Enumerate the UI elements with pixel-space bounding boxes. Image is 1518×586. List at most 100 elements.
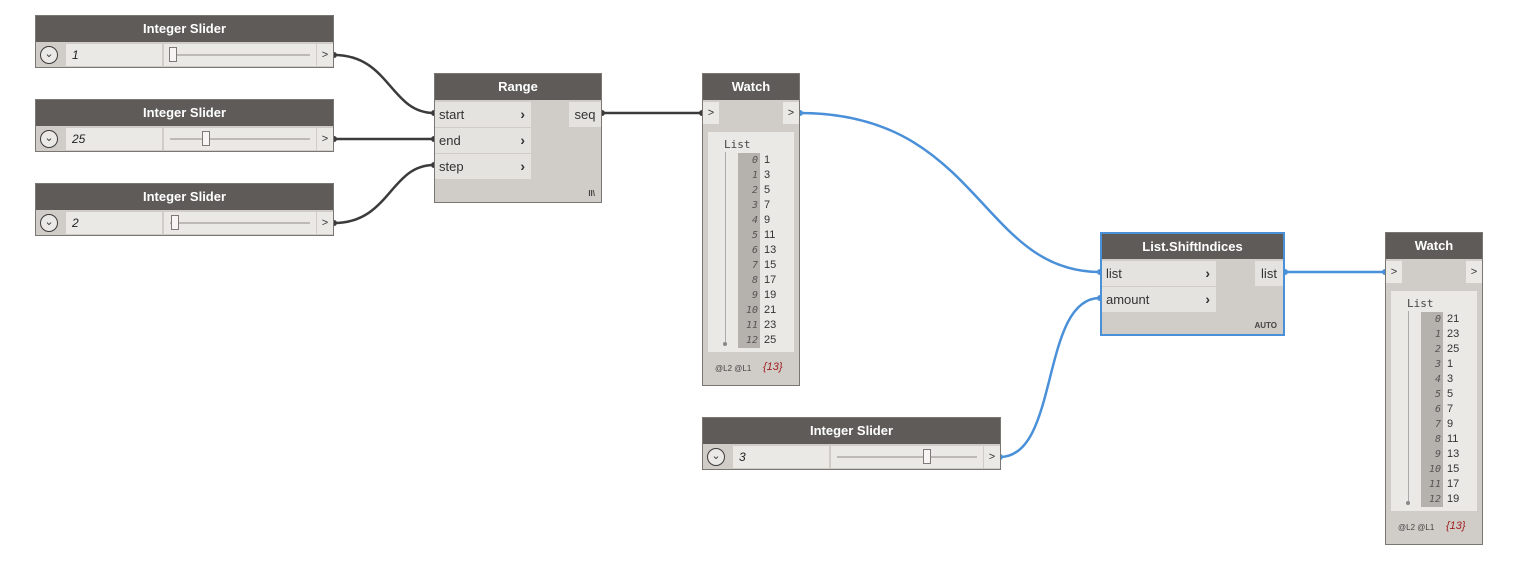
slider-track-area[interactable] [164,212,316,234]
slider-track-area[interactable] [164,44,316,66]
list-item: 10 21 [738,302,777,318]
wire-slider3-step[interactable] [333,163,435,225]
integer-slider-node-2[interactable]: Integer Slider ⌄ 25 > [35,99,334,152]
chevron-down-icon[interactable]: ⌄ [40,46,58,64]
input-port-start[interactable]: start› [435,102,531,127]
slider-thumb[interactable] [923,449,931,464]
input-port-list[interactable]: list› [1102,261,1216,286]
list-value: 23 [1447,328,1460,340]
list-item: 8 11 [1421,431,1459,447]
list-index: 7 [1421,417,1443,432]
list-index: 9 [1421,447,1443,462]
list-index: 9 [738,288,760,303]
slider-track-area[interactable] [831,446,983,468]
integer-slider-node-1[interactable]: Integer Slider ⌄ 1 > [35,15,334,68]
list-index: 10 [738,303,760,318]
lacing-indicator[interactable]: AUTO [1254,321,1277,330]
chevron-down-icon[interactable]: ⌄ [40,214,58,232]
chevron-down-icon[interactable]: ⌄ [707,448,725,466]
wire-slider4-amount[interactable] [999,296,1101,459]
list-index: 6 [1421,402,1443,417]
slider-thumb[interactable] [169,47,177,62]
list-index: 11 [738,318,760,333]
list-value: 15 [1447,463,1460,475]
list-item: 6 13 [738,242,777,258]
list-index: 2 [1421,342,1443,357]
list-index: 3 [738,198,760,213]
input-port[interactable]: > [1386,261,1402,283]
list-levels[interactable]: @L2 @L1 [715,364,752,373]
integer-slider-node-3[interactable]: Integer Slider ⌄ 2 > [35,183,334,236]
list-value: 19 [1447,493,1460,505]
slider-track-area[interactable] [164,128,316,150]
slider-value-field[interactable]: 2 [66,212,162,234]
chevron-right-icon: › [520,106,525,122]
slider-value-field[interactable]: 3 [733,446,829,468]
list-index: 10 [1421,462,1443,477]
list-value: 3 [1447,373,1454,385]
list-value: 17 [764,274,777,286]
slider-thumb[interactable] [202,131,210,146]
list-title: List [724,138,751,151]
list-index: 6 [738,243,760,258]
port-label: list [1106,266,1122,281]
chevron-down-icon[interactable]: ⌄ [40,130,58,148]
list-value: 23 [764,319,777,331]
output-port[interactable]: > [984,446,1000,468]
input-port[interactable]: > [703,102,719,124]
wire-watch1-list[interactable] [799,111,1101,274]
list-shiftindices-node[interactable]: List.ShiftIndices list› amount› list AUT… [1100,232,1285,336]
output-port[interactable]: > [317,44,333,66]
chevron-right-icon: › [520,132,525,148]
output-port-seq[interactable]: seq [569,102,601,127]
input-port-step[interactable]: step› [435,154,531,179]
list-value: 17 [1447,478,1460,490]
list-value: 11 [1447,433,1459,445]
output-port[interactable]: > [317,128,333,150]
list-index: 8 [1421,432,1443,447]
output-port[interactable]: > [783,102,799,124]
integer-slider-node-4[interactable]: Integer Slider ⌄ 3 > [702,417,1001,470]
port-label: end [439,133,461,148]
list-value: 25 [1447,343,1460,355]
list-index: 1 [738,168,760,183]
list-index: 0 [1421,312,1443,327]
list-value: 1 [764,154,771,166]
list-value: 21 [1447,313,1460,325]
input-port-end[interactable]: end › [435,128,531,153]
list-index: 4 [738,213,760,228]
lacing-indicator[interactable]: II\ [588,189,595,198]
chevron-right-icon: › [520,158,525,174]
wire-slider1-start[interactable] [333,53,435,115]
output-port[interactable]: > [1466,261,1482,283]
list-value: 7 [1447,403,1454,415]
output-port[interactable]: > [317,212,333,234]
range-node[interactable]: Range start› end› step› seq II\ [434,73,602,203]
node-title: List.ShiftIndices [1102,234,1283,259]
slider-value-field[interactable]: 1 [66,44,162,66]
list-index: 11 [1421,477,1443,492]
list-index: 4 [1421,372,1443,387]
node-title: Integer Slider [36,100,333,126]
list-value: 15 [764,259,777,271]
input-port-amount[interactable]: amount› [1102,287,1216,312]
list-index: 2 [738,183,760,198]
output-port-list[interactable]: list [1255,261,1283,286]
list-value: 21 [764,304,777,316]
slider-value-field[interactable]: 25 [66,128,162,150]
list-index: 8 [738,273,760,288]
list-levels[interactable]: @L2 @L1 [1398,523,1435,532]
slider-thumb[interactable] [171,215,179,230]
list-index: 7 [738,258,760,273]
list-value: 5 [1447,388,1454,400]
list-item: 8 17 [738,272,777,288]
list-item: 11 17 [1421,476,1460,492]
list-value: 13 [764,244,777,256]
